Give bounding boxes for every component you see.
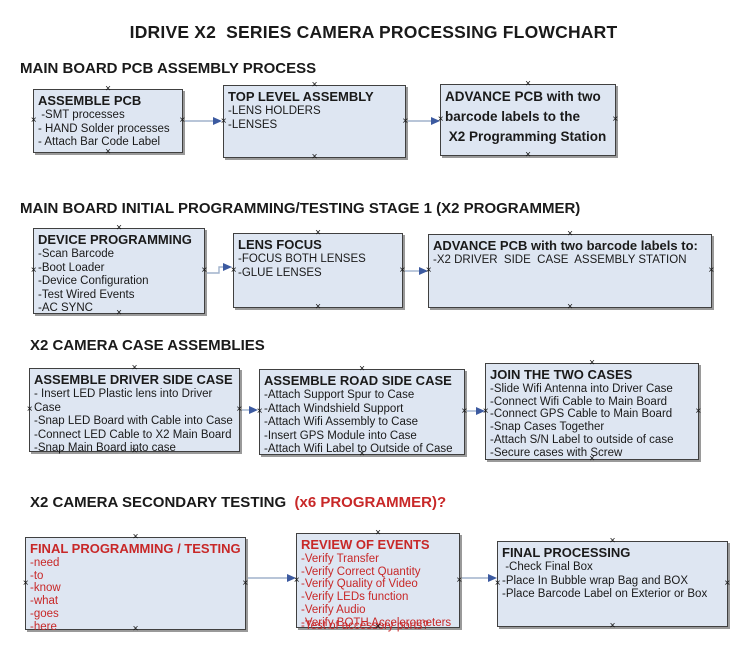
box-item: -SMT processes [38,109,125,121]
box-item: -Connect Wifi Cable to Main Board [490,395,668,408]
box-item: -X2 DRIVER SIDE CASE ASSEMBLY STATION [433,254,687,266]
box-item: -Attach Support Spur to Case [264,389,415,401]
box-item: -Attach Wifi Label to Outside of Case [264,443,453,455]
box-item: -AC SYNC [38,302,93,314]
box-item: -Verify BOTH Accelerometers [301,616,452,629]
arrow-head-icon [223,263,232,271]
box-item: -here [30,620,57,633]
box-title: TOP LEVEL ASSEMBLY [228,89,374,104]
flow-box-lens-focus[interactable]: × × × × LENS FOCUS -FOCUS BOTH LENSES -G… [231,228,405,312]
box-item: -Insert GPS Module into Case [264,429,417,442]
arrow-head-icon [431,117,440,125]
box-item: -goes [30,607,59,620]
arrow-head-icon [476,407,485,415]
box-item: -Verify Correct Quantity [301,565,421,578]
flow-box-final-processing[interactable]: × × × × FINAL PROCESSING -Check Final Bo… [495,536,730,631]
box-item: -Connect LED Cable to X2 Main Board [34,428,232,441]
flow-box-advance-pcb-driver-side-station[interactable]: × × × × ADVANCE PCB with two barcode lab… [426,229,714,312]
section-heading-secondary-testing-black: X2 CAMERA SECONDARY TESTING [30,494,295,511]
section-heading-initial-programming: MAIN BOARD INITIAL PROGRAMMING/TESTING S… [20,200,581,217]
box-item: -LENSES [228,118,278,131]
arrow-head-icon [213,117,222,125]
box-title: ASSEMBLE PCB [38,93,142,108]
section-heading-pcb-assembly: MAIN BOARD PCB ASSEMBLY PROCESS [20,60,317,77]
box-title: DEVICE PROGRAMMING [38,232,192,247]
box-item: -Place In Bubble wrap Bag and BOX [502,574,689,587]
flow-box-assemble-road-side-case[interactable]: × × × × ASSEMBLE ROAD SIDE CASE -Attach … [257,364,467,459]
box-item-overflowing: -Test of accessory ports? [301,620,429,632]
box-item: - HAND Solder processes [38,122,170,135]
box-item: -Attach Wifi Assembly to Case [264,416,419,428]
box-item: -what [30,595,59,608]
flow-box-top-level-assembly[interactable]: × × × × TOP LEVEL ASSEMBLY -LENS HOLDERS… [221,80,408,162]
flow-box-assemble-driver-side-case[interactable]: × × × × ASSEMBLE DRIVER SIDE CASE - Inse… [27,363,242,456]
flow-box-review-of-events[interactable]: × × × × REVIEW OF EVENTS -Verify Transfe… [294,528,462,632]
box-title: LENS FOCUS [238,237,322,252]
box-title: ASSEMBLE ROAD SIDE CASE [264,373,452,388]
arrow-head-icon [249,406,258,414]
box-item: -Place Barcode Label on Exterior or Box [502,588,708,600]
box-item: -LENS HOLDERS [228,105,321,117]
box-item: -GLUE LENSES [238,266,322,279]
box-item: -to [30,569,44,582]
box-item: -Boot Loader [38,261,105,274]
box-item: -Attach Windshield Support [264,402,404,415]
arrow-head-icon [287,574,296,582]
box-title: ADVANCE PCB with two barcode labels to: [433,238,698,253]
box-item: - Attach Bar Code Label [38,136,161,148]
box-item: -FOCUS BOTH LENSES [238,253,366,265]
box-item: -Attach S/N Label to outside of case [490,433,674,446]
box-item: -Snap LED Board with Cable into Case [34,415,233,427]
box-item: -need [30,557,60,569]
box-item: -Secure cases with Screw [490,446,623,459]
box-title: REVIEW OF EVENTS [301,537,430,552]
flow-box-device-programming[interactable]: × × × × DEVICE PROGRAMMING -Scan Barcode… [31,223,207,318]
box-item: -Slide Wifi Antenna into Driver Case [490,383,673,395]
arrow-head-icon [419,267,428,275]
section-heading-secondary-testing-red: (x6 PROGRAMMER)? [294,494,447,511]
box-item: -Verify Audio [301,603,366,616]
box-title: ADVANCE PCB with two barcode labels to t… [445,89,607,144]
box-item: -Verify LEDs function [301,591,409,604]
box-item: -Test Wired Events [38,288,135,301]
arrow-head-icon [488,574,497,582]
box-item: -Verify Quality of Video [301,578,418,591]
box-title: JOIN THE TWO CASES [490,367,633,382]
box-title: FINAL PROCESSING [502,545,631,560]
box-title: FINAL PROGRAMMING / TESTING [30,541,241,556]
flow-box-final-programming-testing[interactable]: × × × × FINAL PROGRAMMING / TESTING -nee… [23,532,248,634]
flow-box-advance-pcb-programming-station[interactable]: × × × × ADVANCE PCB with two barcode lab… [438,79,618,160]
box-item: -Verify Transfer [301,553,379,565]
box-item: -Device Configuration [38,275,149,287]
box-item: -Snap Cases Together [490,421,605,434]
arrow-connector[interactable] [206,266,224,274]
box-item: - Insert LED Plastic lens into Driver Ca… [34,388,216,414]
box-item: -know [30,582,61,595]
section-heading-secondary-testing: X2 CAMERA SECONDARY TESTING (x6 PROGRAMM… [30,494,446,511]
box-item: -Check Final Box [502,561,593,573]
flow-box-join-the-two-cases[interactable]: × × × × JOIN THE TWO CASES -Slide Wifi A… [483,358,701,464]
flow-box-assemble-pcb[interactable]: × × × × ASSEMBLE PCB -SMT processes - HA… [31,84,185,157]
flowchart-title: IDRIVE X2 SERIES CAMERA PROCESSING FLOWC… [129,22,618,42]
box-item: -Scan Barcode [38,248,115,260]
section-heading-case-assemblies: X2 CAMERA CASE ASSEMBLIES [30,337,265,354]
box-item: -Connect GPS Cable to Main Board [490,408,673,421]
box-title: ASSEMBLE DRIVER SIDE CASE [34,372,233,387]
box-item: -Snap Main Board into case [34,442,176,454]
